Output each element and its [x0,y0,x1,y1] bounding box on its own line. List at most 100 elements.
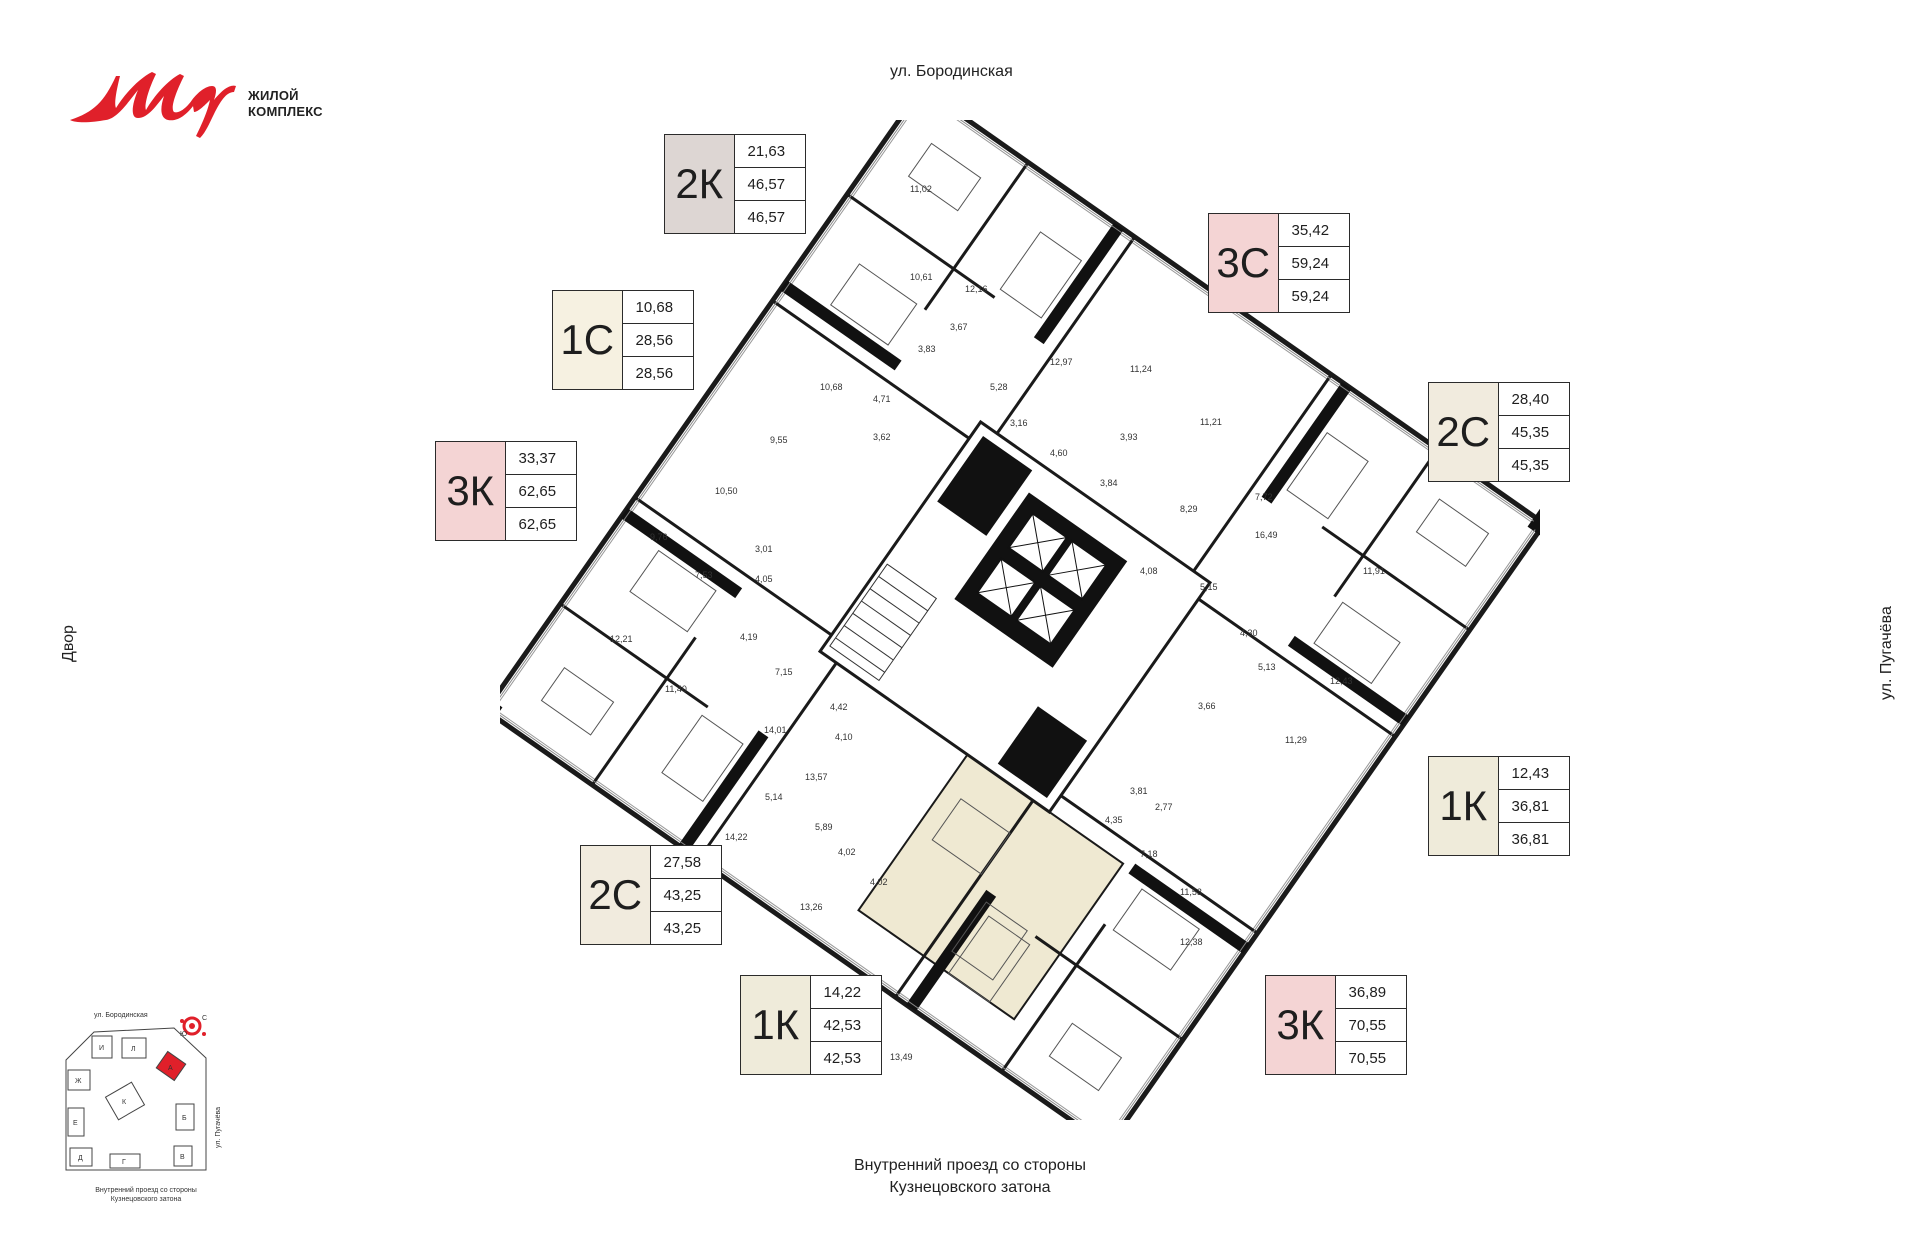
room-area-label: 4,30 [1240,628,1258,638]
room-area-label: 3,01 [755,544,773,554]
street-left-label: Двор [60,625,77,662]
room-area-label: 3,81 [1130,786,1148,796]
room-area-label: 14,22 [725,832,748,842]
logo-mark-icon [70,72,236,138]
total-area: 62,65 [505,474,576,507]
floor-plan: 11,0210,6112,163,673,835,2812,9711,2411,… [500,120,1540,1120]
room-area-label: 11,24 [1130,364,1152,374]
street-bottom-line-1: Внутренний проезд со стороны [853,1157,1087,1174]
room-area-label: 3,84 [1100,478,1118,488]
room-area-label: 4,02 [838,847,856,857]
room-area-label: 4,42 [830,702,848,712]
total-area: 43,25 [650,878,721,911]
price-area: 28,56 [622,356,693,389]
apartment-type: 3К [436,442,506,540]
room-area-label: 5,15 [1200,582,1218,592]
room-area-label: 13,49 [890,1052,913,1062]
living-area: 33,37 [518,449,557,467]
apartment-type: 1С [553,291,623,389]
room-area-label: 4,19 [740,632,758,642]
living-area: 27,58 [663,853,702,871]
room-area-label: 14,01 [764,725,787,735]
compass-icon: С Ю [180,1015,207,1038]
brand-logo[interactable]: ЖИЛОЙ КОМПЛЕКС [64,62,324,142]
compass-south: Ю [180,1031,187,1038]
living-area: 28,40 [1511,390,1550,408]
minimap-block-b[interactable] [175,1103,195,1131]
room-area-label: 11,29 [1285,735,1307,745]
room-area-label: 4,05 [755,574,773,584]
compass-north: С [202,1015,207,1022]
price-area: 59,24 [1278,279,1349,312]
room-area-label: 11,40 [665,684,687,694]
minimap-block-label: Ж [75,1078,82,1085]
room-area-label: 11,53 [1180,887,1202,897]
room-area-label: 12,16 [965,284,988,294]
room-area-label: 11,02 [910,184,932,194]
minimap-block-k[interactable] [104,1081,146,1121]
room-area-label: 5,28 [990,382,1008,392]
price-area: 45,35 [1498,448,1569,481]
street-top-label: ул. Бородинская [890,63,1013,80]
room-area-label: 12,97 [1050,357,1073,367]
room-area-label: 4,10 [835,732,853,742]
room-area-label: 10,61 [910,272,933,282]
room-area-label: 5,89 [815,822,833,832]
living-area: 12,43 [1511,764,1550,782]
price-area: 43,25 [650,911,721,944]
minimap-block-a[interactable] [155,1050,187,1082]
apartment-type: 2С [581,846,651,944]
total-area: 46,57 [734,167,805,200]
room-area-label: 4,35 [1105,815,1123,825]
minimap-block-label: Г [122,1159,126,1166]
living-area: 21,63 [747,142,786,160]
minimap-block-label: И [99,1045,104,1052]
minimap-top-street: ул. Бородинская [94,1012,148,1019]
minimap-block-label: Е [73,1120,78,1127]
room-area-label: 4,08 [1140,566,1158,576]
minimap-right-street: ул. Пугачёва [215,1107,222,1148]
elevator-core [954,492,1128,668]
apartment-type: 2К [665,135,735,233]
logo-line-2: КОМПЛЕКС [248,104,323,119]
minimap-block-e[interactable] [67,1107,85,1137]
room-area-label: 16,49 [1255,530,1278,540]
living-area: 36,89 [1348,983,1387,1001]
minimap-block-zh[interactable] [67,1069,91,1091]
minimap-block-label: Б [182,1115,187,1122]
minimap-block-d[interactable] [69,1147,93,1167]
minimap-block-label: А [168,1065,173,1072]
living-area: 35,42 [1291,221,1330,239]
room-area-label: 4,71 [873,394,891,404]
total-area: 42,53 [810,1008,881,1041]
minimap-block-label: Д [78,1155,83,1162]
total-area: 70,55 [1335,1008,1406,1041]
minimap-block-g[interactable] [109,1153,141,1169]
room-area-label: 10,50 [715,486,738,496]
minimap-block-i[interactable] [91,1035,113,1059]
minimap-block-v[interactable] [173,1145,193,1167]
living-area: 10,68 [635,298,674,316]
room-area-label: 12,43 [1330,676,1353,686]
room-area-label: 3,16 [1010,418,1028,428]
room-area-label: 11,21 [1200,417,1222,427]
room-area-label: 7,53 [695,570,713,580]
price-area: 46,57 [734,200,805,233]
apartment-type: 1К [741,976,811,1074]
room-area-label: 3,83 [918,344,936,354]
minimap-block-label: К [122,1099,127,1106]
price-area: 70,55 [1335,1041,1406,1074]
minimap-block-l[interactable] [121,1037,147,1059]
street-bottom-line-2: Кузнецовского затона [889,1179,1051,1196]
total-area: 28,56 [622,323,693,356]
